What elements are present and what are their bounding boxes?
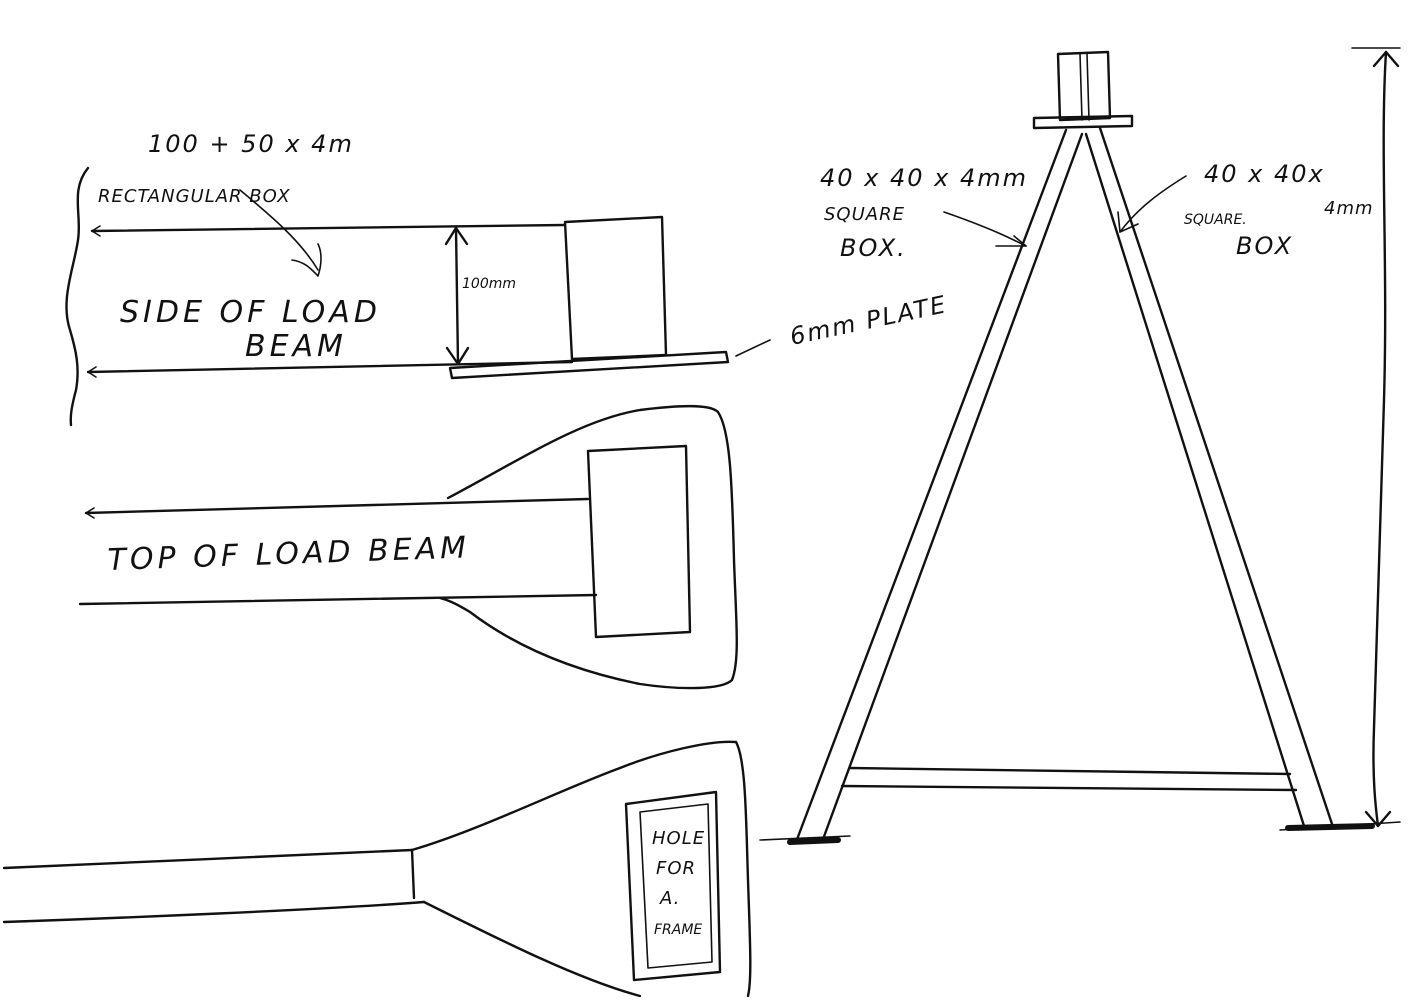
a-frame-cap-plate	[1032, 114, 1134, 130]
left-leg-size-label: 40 x 40 x 4mm	[820, 164, 1028, 192]
bottom-taper-upper	[410, 766, 622, 852]
a-frame-cross-brace-top	[848, 766, 1292, 776]
dimension-arrow-bottom-head	[445, 346, 470, 366]
a-frame-left-foot	[787, 837, 841, 845]
hole-frame-inner	[639, 803, 713, 969]
top-end-box	[586, 444, 692, 639]
left-leg-leader-head	[995, 235, 1027, 247]
hole-label-line4: FRAME	[654, 922, 702, 938]
beam-top-edge	[90, 223, 567, 233]
box-size-label: 100 + 50 x 4m	[148, 130, 354, 158]
left-leg-type-line1: SQUARE	[824, 204, 905, 225]
side-label-line2: BEAM	[245, 329, 347, 364]
right-leg-mm-label: 4mm	[1324, 198, 1374, 219]
hole-label-line1: HOLE	[652, 828, 705, 849]
a-frame-left-ground	[759, 835, 851, 841]
bottom-taper-lower	[422, 900, 642, 998]
hole-frame-outer	[624, 790, 722, 982]
dimension-arrow-100mm	[454, 226, 460, 366]
plate-label: 6mm PLATE	[787, 290, 949, 351]
bottom-beam-upper-edge	[2, 848, 414, 870]
beam-bottom-edge	[86, 360, 574, 374]
a-frame-top-post	[1056, 50, 1112, 122]
top-view-load-beam: TOP OF LOAD BEAM	[78, 404, 738, 690]
beam-break-line	[65, 166, 90, 427]
dimension-arrow-top-head	[444, 226, 469, 246]
a-frame-right-leg-inner	[1084, 132, 1306, 828]
beam-top-arrow	[91, 225, 101, 237]
top-beam-label: TOP OF LOAD BEAM	[107, 530, 470, 578]
a-frame-post-divider-1	[1079, 53, 1083, 121]
plate-leader	[735, 339, 771, 357]
right-leg-type-line1: SQUARE.	[1184, 212, 1247, 228]
a-frame-right-leg-outer	[1098, 126, 1334, 826]
rect-box-leader	[239, 189, 319, 271]
end-box	[563, 215, 668, 361]
top-plate-outline	[438, 404, 738, 690]
side-view-load-beam: 100 + 50 x 4m RECTANGULAR BOX SIDE OF LO…	[65, 130, 950, 427]
base-plate	[448, 350, 730, 380]
side-label-line1: SIDE OF LOAD	[120, 295, 381, 330]
rect-box-leader-squiggle	[291, 243, 322, 277]
a-frame-left-leg-inner	[820, 132, 1084, 844]
left-leg-leader	[943, 211, 1027, 247]
top-beam-lower-edge	[78, 593, 598, 606]
dimension-label: 100mm	[462, 276, 516, 292]
top-beam-upper-edge	[84, 497, 590, 515]
right-leg-leader	[1119, 175, 1187, 233]
right-leg-leader-head	[1117, 211, 1139, 233]
right-leg-type-line2: BOX	[1236, 232, 1293, 260]
beam-bottom-arrow	[87, 366, 97, 378]
a-frame: 40 x 40 x 4mm SQUARE BOX. 40 x 40x 4mm S…	[759, 47, 1401, 845]
left-leg-type-line2: BOX.	[840, 234, 907, 262]
a-frame-post-divider-2	[1086, 53, 1090, 121]
height-dimension-top-head	[1372, 50, 1400, 68]
hole-label-line2: FOR	[656, 858, 696, 879]
a-frame-cross-brace-bottom	[840, 784, 1298, 792]
rect-box-label: RECTANGULAR BOX	[98, 186, 291, 207]
hole-label-line3: A.	[659, 888, 680, 909]
bottom-beam-lower-edge	[2, 900, 426, 924]
bottom-plate-outline	[618, 740, 752, 998]
bottom-view-load-beam: HOLE FOR A. FRAME	[2, 740, 752, 998]
height-dimension-bottom-head	[1364, 810, 1392, 828]
right-leg-size-label: 40 x 40x	[1204, 160, 1325, 188]
height-dimension-line	[1372, 50, 1388, 828]
top-beam-arrow	[85, 507, 95, 519]
a-frame-left-leg-outer	[794, 128, 1068, 844]
bottom-taper-divider	[410, 848, 416, 900]
